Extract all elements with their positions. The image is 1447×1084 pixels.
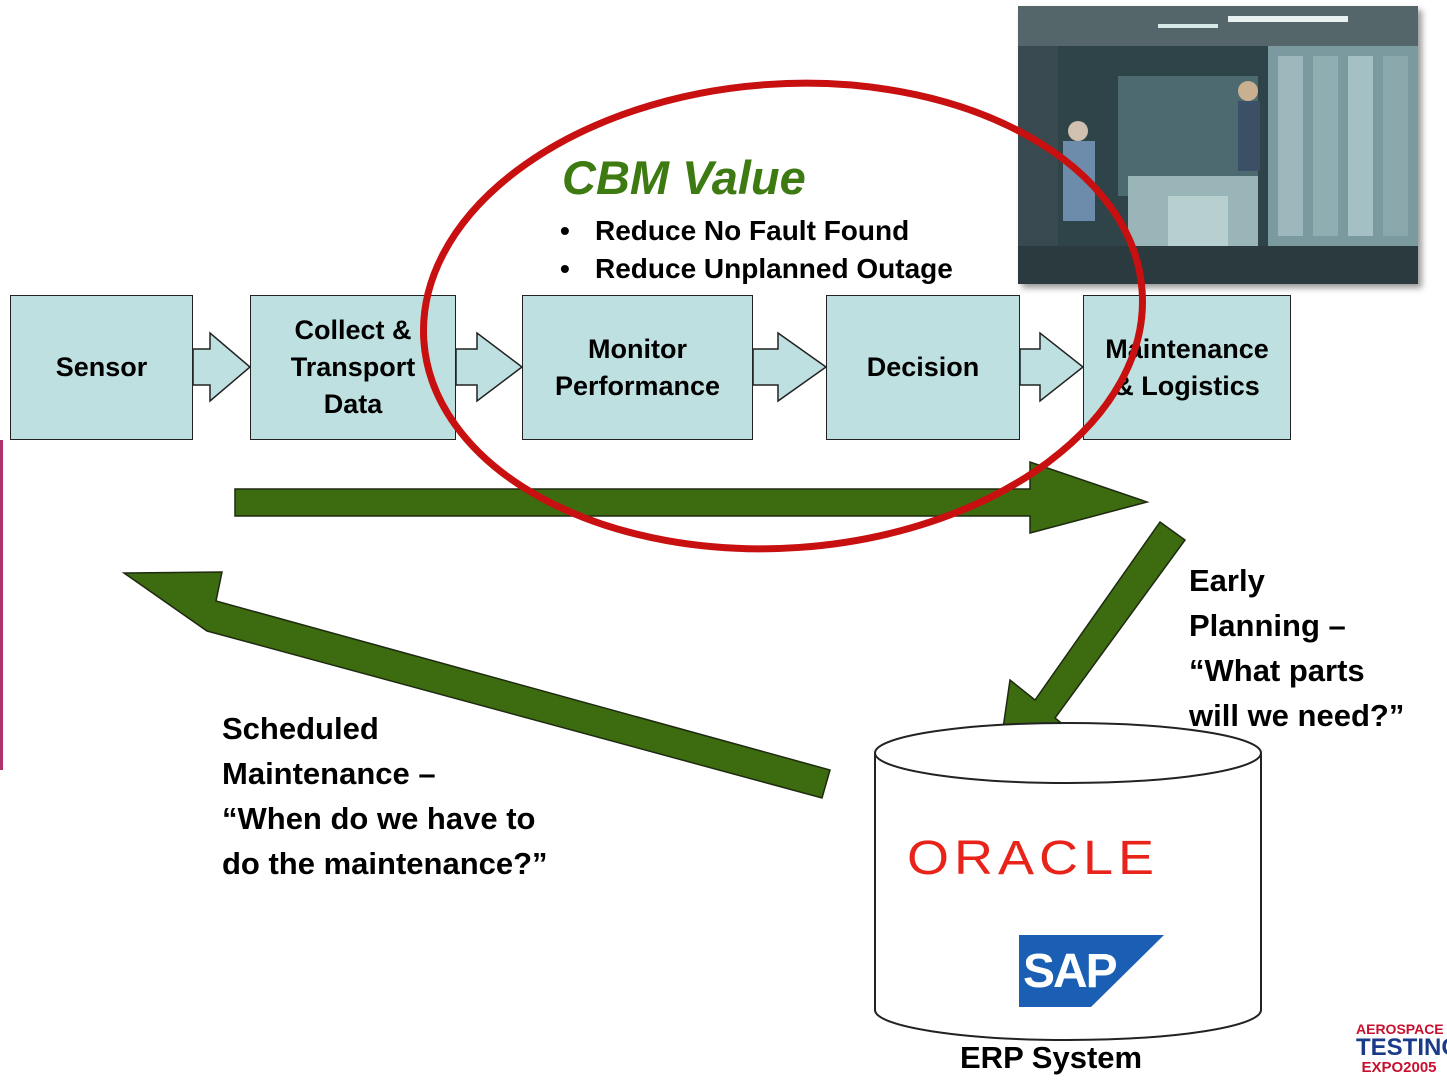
cbm-bullet-list: •Reduce No Fault Found •Reduce Unplanned…	[560, 212, 953, 288]
forward-green-arrow	[234, 460, 1150, 534]
oracle-logo: ORACLE	[907, 831, 1160, 885]
flow-arrow-4	[1019, 331, 1085, 403]
aerospace-testing-expo-logo: AEROSPACE TESTING EXPO2005	[1356, 1021, 1447, 1076]
flow-arrow-3	[752, 331, 828, 403]
cbm-value-ellipse	[420, 79, 1146, 553]
step-maintenance-logistics: Maintenance & Logistics	[1083, 295, 1291, 440]
back-green-arrow	[121, 571, 831, 799]
cbm-title: CBM Value	[562, 151, 806, 204]
erp-database-cylinder	[874, 722, 1262, 1041]
left-accent-strip	[0, 440, 3, 770]
cbm-bullet-item: •Reduce No Fault Found	[560, 215, 910, 246]
step-decision: Decision	[826, 295, 1020, 440]
flow-arrow-1	[192, 331, 252, 403]
erp-system-label: ERP System	[960, 1040, 1143, 1075]
scheduled-maintenance-label: Scheduled Maintenance – “When do we have…	[222, 711, 548, 881]
cbm-bullet-item: •Reduce Unplanned Outage	[560, 253, 953, 284]
control-room-photo	[1018, 6, 1418, 284]
early-planning-label: Early Planning – “What parts will we nee…	[1189, 563, 1405, 733]
flow-arrow-2	[455, 331, 524, 403]
step-sensor: Sensor	[10, 295, 193, 440]
sap-logo: SAP	[1019, 935, 1164, 1007]
